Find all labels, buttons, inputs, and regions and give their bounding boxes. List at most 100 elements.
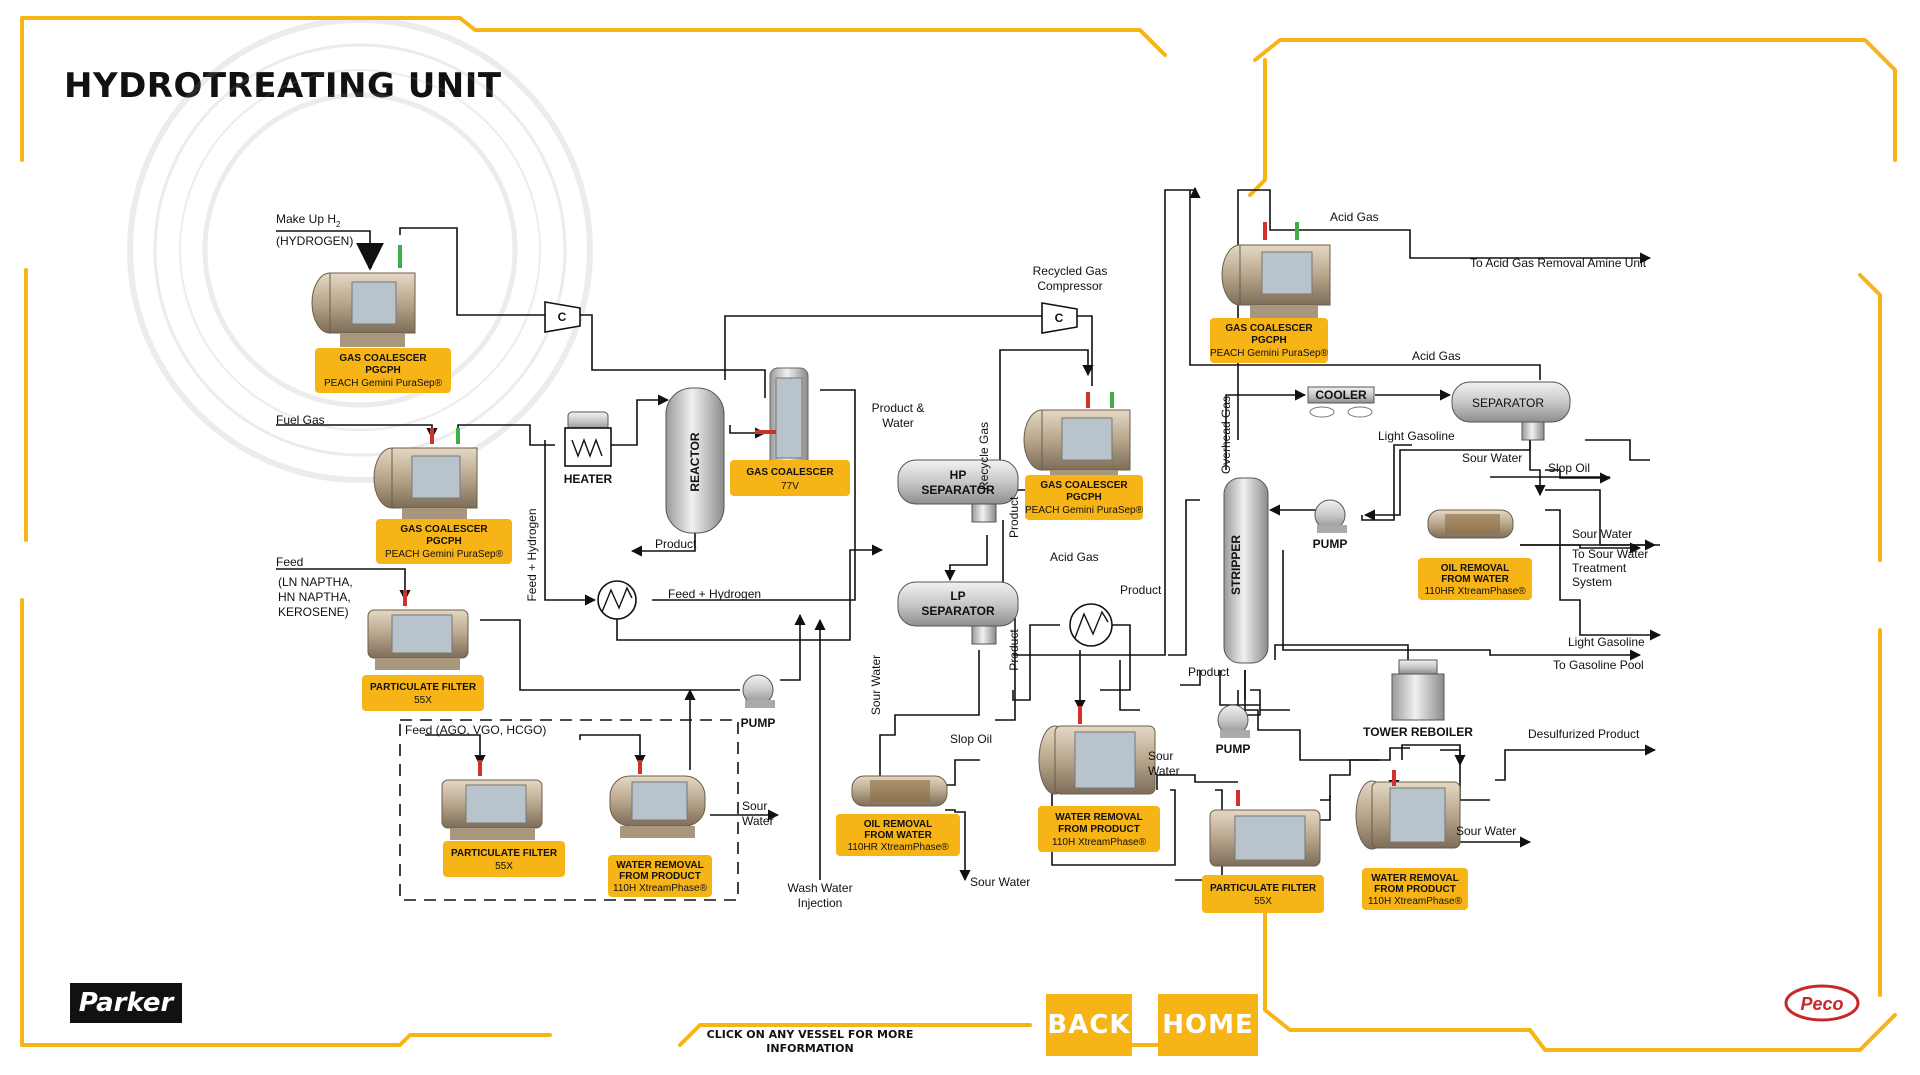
vessel-label-wr1[interactable]: WATER REMOVAL FROM PRODUCT 110H XtreamPh… xyxy=(608,855,712,897)
vessel-pf3-graphic[interactable] xyxy=(1209,790,1321,867)
svg-text:110H XtreamPhase®: 110H XtreamPhase® xyxy=(613,883,708,894)
svg-text:Injection: Injection xyxy=(798,896,843,910)
page-title: HYDROTREATING UNIT xyxy=(64,66,502,106)
svg-text:Sour Water: Sour Water xyxy=(1462,451,1522,465)
svg-text:FROM PRODUCT: FROM PRODUCT xyxy=(619,871,701,882)
vessel-or2-graphic[interactable] xyxy=(1427,509,1514,539)
svg-text:PGCPH: PGCPH xyxy=(1066,492,1102,503)
heat-exchanger-1[interactable] xyxy=(597,580,637,620)
lp-separator[interactable]: LP SEPARATOR xyxy=(897,581,1019,645)
svg-text:55X: 55X xyxy=(495,861,513,872)
compressor-1[interactable]: C xyxy=(544,301,581,333)
svg-text:(HYDROGEN): (HYDROGEN) xyxy=(276,234,353,248)
svg-text:77V: 77V xyxy=(781,481,799,492)
svg-text:SEPARATOR: SEPARATOR xyxy=(921,483,995,497)
svg-text:FROM WATER: FROM WATER xyxy=(864,830,932,841)
vessel-label-pf2[interactable]: PARTICULATE FILTER 55X xyxy=(443,841,565,877)
svg-text:110H XtreamPhase®: 110H XtreamPhase® xyxy=(1368,896,1463,907)
svg-text:WATER REMOVAL: WATER REMOVAL xyxy=(616,860,703,871)
reactor[interactable]: REACTOR xyxy=(665,387,725,534)
svg-text:TOWER REBOILER: TOWER REBOILER xyxy=(1363,725,1473,739)
svg-text:Peco: Peco xyxy=(1800,994,1843,1014)
svg-text:REACTOR: REACTOR xyxy=(688,432,702,491)
vessel-label-or1[interactable]: OIL REMOVAL FROM WATER 110HR XtreamPhase… xyxy=(836,814,960,856)
svg-text:HN NAPTHA,: HN NAPTHA, xyxy=(278,590,351,604)
svg-text:Sour Water: Sour Water xyxy=(1572,527,1632,541)
vessel-wr1-graphic[interactable] xyxy=(609,760,706,838)
heat-exchanger-2[interactable] xyxy=(1069,603,1113,647)
pump-1[interactable]: PUMP xyxy=(741,674,776,730)
svg-text:Treatment: Treatment xyxy=(1572,561,1627,575)
svg-text:STRIPPER: STRIPPER xyxy=(1229,535,1243,595)
stream-labels: Make Up H2 (HYDROGEN) Fuel Gas Feed (LN … xyxy=(276,210,1648,910)
svg-text:Product: Product xyxy=(1007,629,1021,671)
svg-text:PGCPH: PGCPH xyxy=(365,365,401,376)
separator[interactable]: SEPARATOR xyxy=(1451,381,1571,441)
svg-text:Water: Water xyxy=(1148,764,1180,778)
vessel-gc2-graphic[interactable] xyxy=(373,428,478,522)
svg-text:Slop Oil: Slop Oil xyxy=(1548,461,1590,475)
vessel-label-gc1[interactable]: GAS COALESCER PGCPH PEACH Gemini PuraSep… xyxy=(315,348,451,393)
heater[interactable]: HEATER xyxy=(564,411,613,486)
back-button[interactable]: BACK xyxy=(1046,994,1132,1056)
svg-text:FROM WATER: FROM WATER xyxy=(1441,574,1509,585)
svg-text:110H XtreamPhase®: 110H XtreamPhase® xyxy=(1052,837,1147,848)
svg-text:GAS COALESCER: GAS COALESCER xyxy=(339,353,427,364)
svg-text:Fuel Gas: Fuel Gas xyxy=(276,413,325,427)
svg-text:WATER REMOVAL: WATER REMOVAL xyxy=(1371,873,1458,884)
svg-text:KEROSENE): KEROSENE) xyxy=(278,605,349,619)
compressor-2[interactable]: C xyxy=(1041,302,1078,334)
peco-logo: Peco xyxy=(1784,984,1860,1022)
svg-text:Sour Water: Sour Water xyxy=(1456,824,1516,838)
svg-text:Product &: Product & xyxy=(872,401,925,415)
svg-text:Sour: Sour xyxy=(742,799,767,813)
background-rings xyxy=(127,17,593,483)
hp-separator[interactable]: HP SEPARATOR xyxy=(897,459,1019,523)
stripper[interactable]: STRIPPER xyxy=(1223,477,1269,664)
svg-text:PEACH Gemini PuraSep®: PEACH Gemini PuraSep® xyxy=(324,378,443,389)
svg-text:To Acid Gas Removal Amine Unit: To Acid Gas Removal Amine Unit xyxy=(1470,256,1647,270)
svg-text:Make Up H2: Make Up H2 xyxy=(276,212,341,229)
vessel-gc3-graphic[interactable] xyxy=(755,367,809,471)
tower-reboiler[interactable]: TOWER REBOILER xyxy=(1363,659,1473,739)
svg-text:To Sour Water: To Sour Water xyxy=(1572,547,1648,561)
svg-text:Product: Product xyxy=(655,537,697,551)
svg-text:Product: Product xyxy=(1007,496,1021,538)
vessel-label-gc4[interactable]: GAS COALESCER PGCPH PEACH Gemini PuraSep… xyxy=(1025,475,1144,520)
svg-text:110HR XtreamPhase®: 110HR XtreamPhase® xyxy=(1424,586,1526,597)
vessel-gc4-graphic[interactable] xyxy=(1023,392,1131,484)
vessel-label-wr2[interactable]: WATER REMOVAL FROM PRODUCT 110H XtreamPh… xyxy=(1038,806,1160,852)
vessel-pf2-graphic[interactable] xyxy=(441,760,543,840)
svg-text:GAS COALESCER: GAS COALESCER xyxy=(400,524,488,535)
svg-text:PGCPH: PGCPH xyxy=(1251,335,1287,346)
vessel-label-pf3[interactable]: PARTICULATE FILTER 55X xyxy=(1202,875,1324,913)
svg-text:Light Gasoline: Light Gasoline xyxy=(1378,429,1455,443)
vessel-wr2-graphic[interactable] xyxy=(1038,706,1156,795)
svg-text:C: C xyxy=(1055,311,1064,325)
cooler[interactable]: COOLER xyxy=(1307,386,1375,418)
vessel-label-pf1[interactable]: PARTICULATE FILTER 55X xyxy=(362,675,484,711)
svg-text:Overhead Gas: Overhead Gas xyxy=(1219,396,1233,474)
svg-text:PUMP: PUMP xyxy=(1313,537,1348,551)
svg-text:Water: Water xyxy=(742,814,774,828)
home-button[interactable]: HOME xyxy=(1158,994,1258,1056)
pump-2[interactable]: PUMP xyxy=(1216,704,1251,756)
svg-text:LP: LP xyxy=(950,589,965,603)
vessel-label-or2[interactable]: OIL REMOVAL FROM WATER 110HR XtreamPhase… xyxy=(1418,558,1532,600)
vessel-pf1-graphic[interactable] xyxy=(367,590,469,670)
vessel-label-gc5[interactable]: GAS COALESCER PGCPH PEACH Gemini PuraSep… xyxy=(1210,318,1329,363)
vessel-or1-graphic[interactable] xyxy=(851,775,948,807)
vessel-wr3-graphic[interactable] xyxy=(1355,770,1461,850)
svg-text:Recycle Gas: Recycle Gas xyxy=(977,422,991,490)
vessel-label-gc2[interactable]: GAS COALESCER PGCPH PEACH Gemini PuraSep… xyxy=(376,519,512,564)
vessel-gc1-graphic[interactable] xyxy=(311,242,416,347)
svg-text:Recycled Gas: Recycled Gas xyxy=(1033,264,1108,278)
svg-text:Feed (AGO, VGO, HCGO): Feed (AGO, VGO, HCGO) xyxy=(405,723,546,737)
vessel-label-gc3[interactable]: GAS COALESCER 77V xyxy=(730,460,850,496)
pump-3[interactable]: PUMP xyxy=(1313,499,1348,551)
svg-text:Acid Gas: Acid Gas xyxy=(1330,210,1379,224)
svg-text:Sour Water: Sour Water xyxy=(869,655,883,715)
vessel-label-wr3[interactable]: WATER REMOVAL FROM PRODUCT 110H XtreamPh… xyxy=(1362,868,1468,910)
vessel-gc5-graphic[interactable] xyxy=(1221,222,1331,319)
